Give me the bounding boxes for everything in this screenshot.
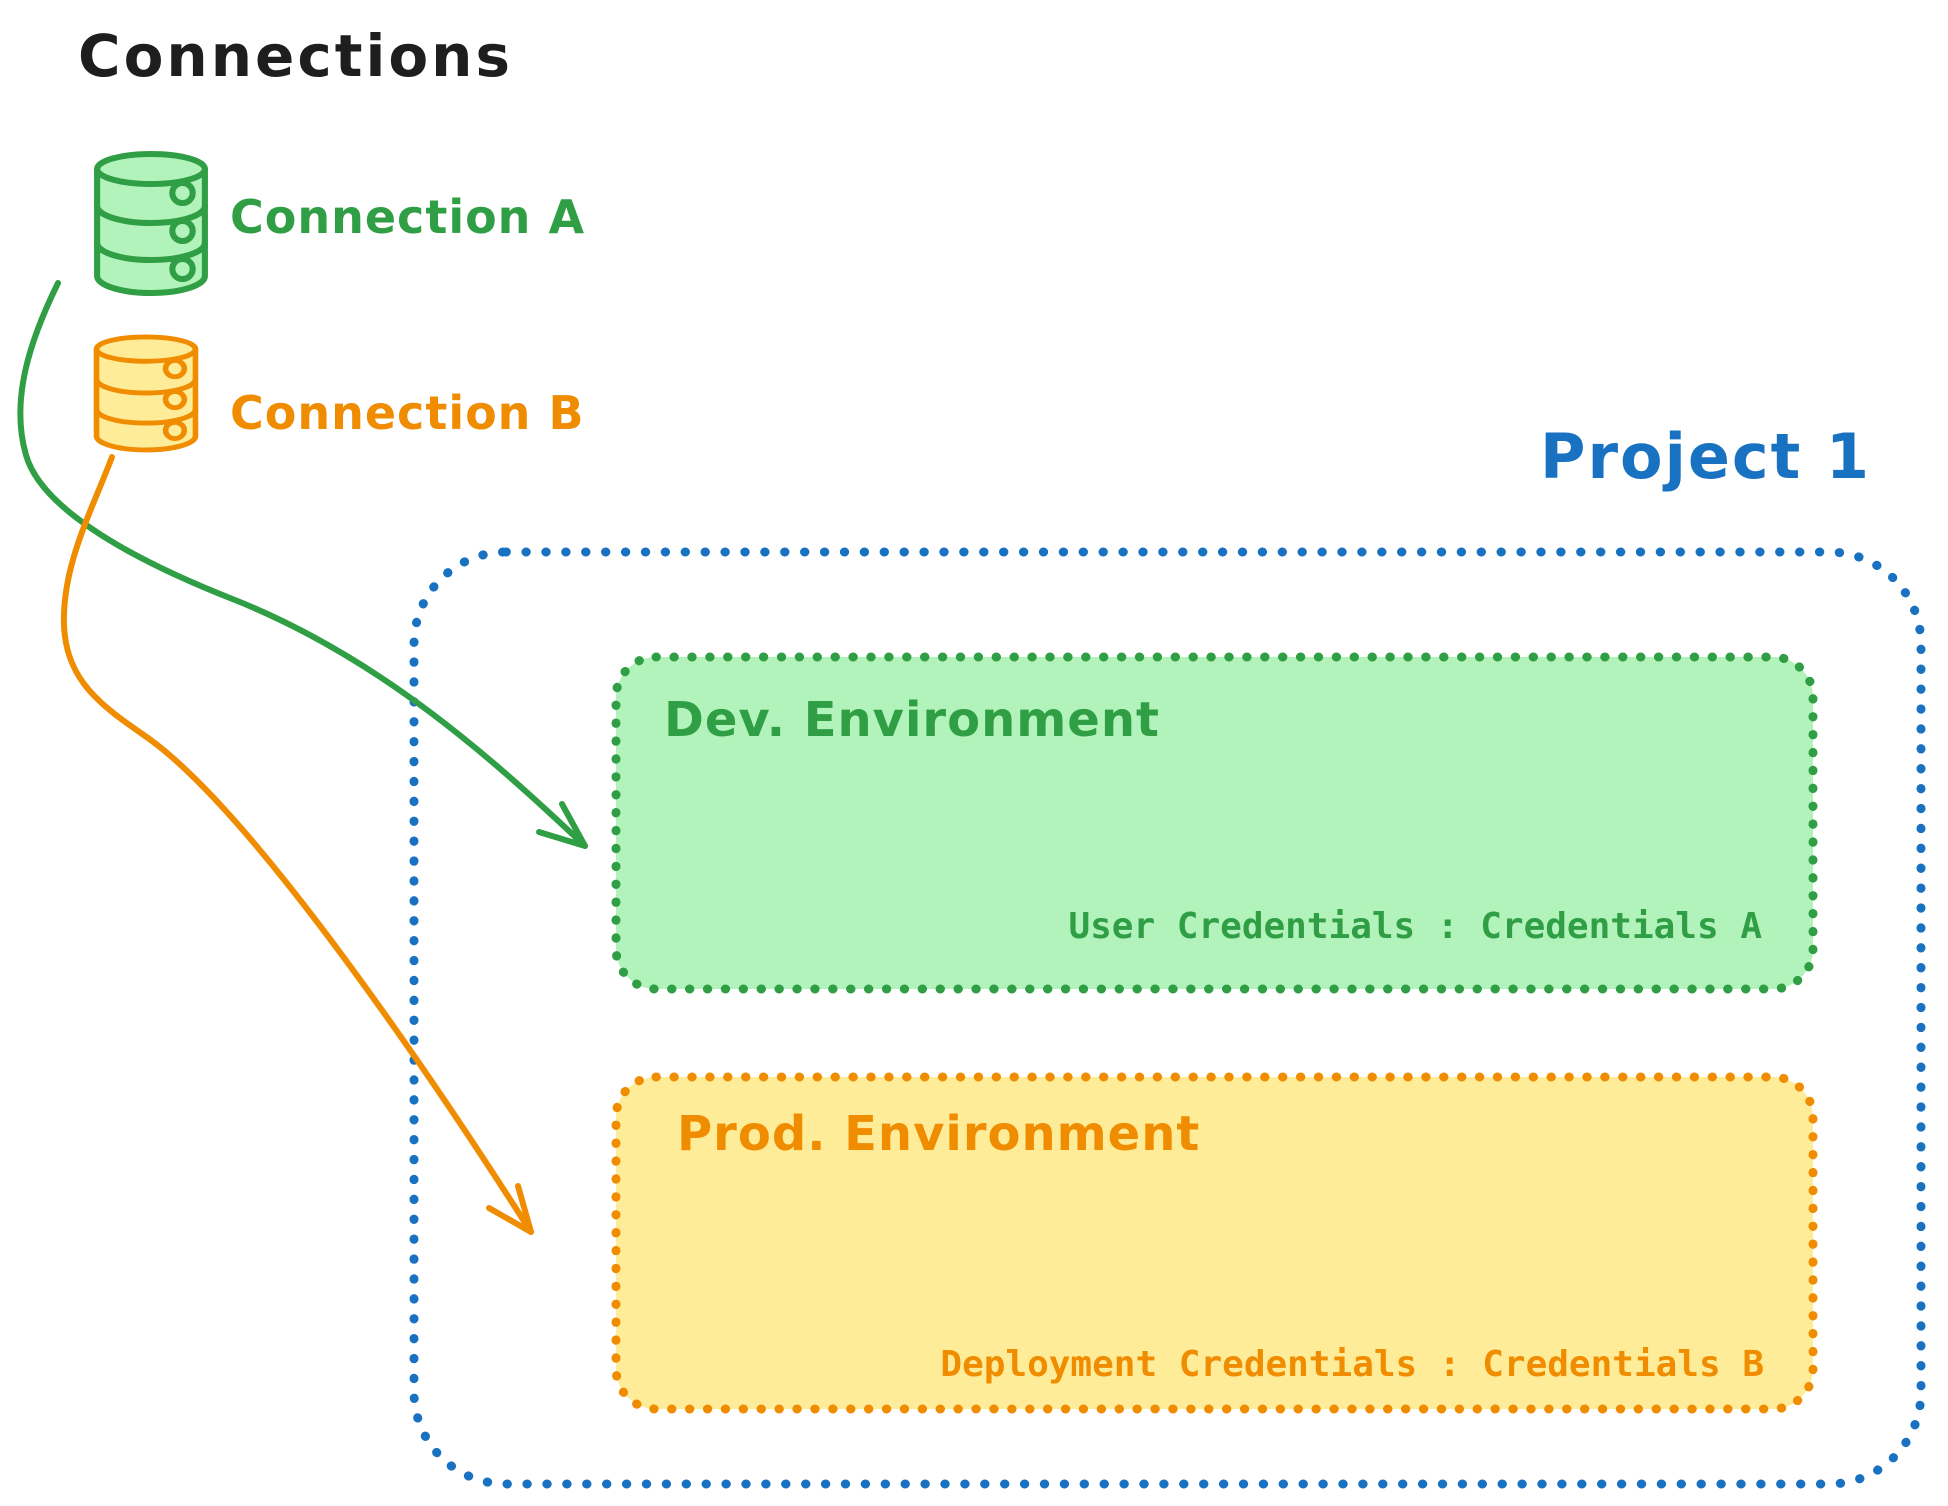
prod-environment-credentials: Deployment Credentials : Credentials B [940, 1344, 1764, 1385]
arrowhead [536, 801, 588, 849]
project-title: Project 1 [1540, 420, 1872, 493]
connection-b-arrow [60, 454, 534, 1235]
arrowhead [486, 1183, 534, 1235]
database-icon-connection-b [93, 334, 199, 453]
connection-b-label: Connection B [230, 386, 585, 440]
dev-environment-credentials: User Credentials : Credentials A [1068, 906, 1762, 947]
prod-environment-title: Prod. Environment [677, 1106, 1201, 1162]
connection-a-label: Connection A [230, 190, 586, 244]
connections-title: Connections [78, 22, 513, 90]
database-icon-connection-a [94, 151, 208, 296]
dev-environment-title: Dev. Environment [664, 692, 1160, 748]
